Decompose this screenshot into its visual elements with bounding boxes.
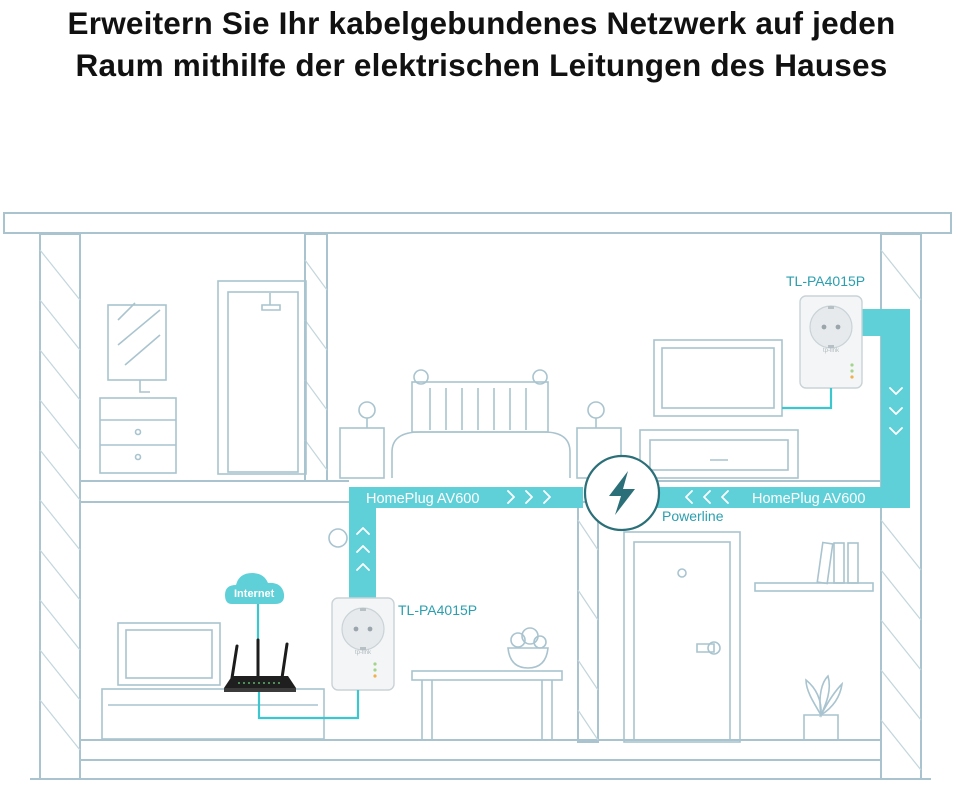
chevron-icon [685, 490, 693, 504]
right-link-label: HomePlug AV600 [752, 491, 865, 507]
chevron-icon [507, 490, 515, 504]
tv-icon [653, 339, 783, 417]
powerline-label: Powerline [662, 508, 724, 524]
power-outlet-icon [809, 305, 853, 349]
bathroom [99, 280, 307, 475]
door-icon [623, 531, 741, 743]
chevron-icon [356, 527, 370, 535]
ground-floor [79, 739, 882, 761]
chevron-icon [356, 545, 370, 553]
adapter-lower: TL-PA4015P tp-link [257, 597, 477, 720]
chevron-icon [703, 490, 711, 504]
internet-label: Internet [234, 588, 275, 600]
bed-icon [411, 381, 549, 433]
lower-partition [577, 501, 599, 743]
adapter-upper: TL-PA4015P tp-link [782, 273, 865, 410]
chevron-icon [525, 490, 533, 504]
lamp-icon [587, 401, 605, 419]
router-internet: Internet [224, 573, 296, 692]
sink-cabinet [99, 397, 177, 474]
left-link-label: HomePlug AV600 [366, 491, 479, 507]
roof-beam [3, 212, 952, 234]
wall-hatching [39, 249, 922, 771]
headline-line-1: Erweitern Sie Ihr kabelgebundenes Netzwe… [67, 5, 896, 41]
book-icon [816, 541, 834, 585]
left-wall [39, 233, 81, 780]
adapter-upper-label: TL-PA4015P [786, 273, 865, 289]
lamp-icon [358, 401, 376, 419]
house-structure [3, 212, 952, 780]
cloud-icon [225, 573, 285, 604]
power-outlet-icon [341, 607, 385, 651]
plant-icon [803, 714, 839, 741]
lightning-icon [609, 471, 635, 515]
bedroom [339, 339, 799, 479]
chevron-icon [889, 407, 903, 415]
adapter-upper-brand: tp-link [823, 348, 840, 354]
headline: Erweitern Sie Ihr kabelgebundenes Netzwe… [0, 2, 963, 86]
tv-icon [117, 622, 221, 686]
chevron-icon [356, 563, 370, 571]
powerline-hub: Powerline [583, 454, 724, 532]
living-room [101, 528, 563, 740]
hallway [623, 531, 874, 743]
adapter-lower-label: TL-PA4015P [398, 602, 477, 618]
chevron-icon [889, 427, 903, 435]
shower-door [217, 280, 307, 475]
powerline-band: HomePlug AV600 HomePlug AV600 [349, 309, 910, 598]
adapter-lower-brand: tp-link [355, 650, 372, 656]
mirror-icon [107, 304, 167, 381]
router-icon [224, 638, 296, 692]
headline-line-2: Raum mithilfe der elektrischen Leitungen… [75, 47, 888, 83]
chevron-icon [721, 490, 729, 504]
chevron-icon [889, 387, 903, 395]
chevron-icon [543, 490, 551, 504]
